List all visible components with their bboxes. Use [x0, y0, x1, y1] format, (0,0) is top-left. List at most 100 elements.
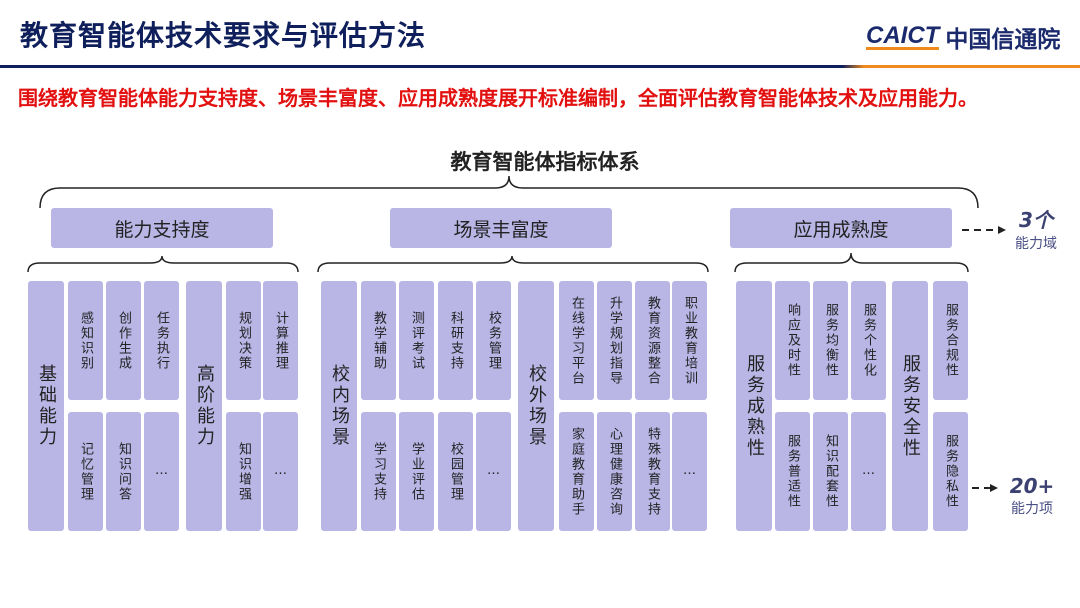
indicator-label: 服务隐私性 — [943, 434, 958, 509]
indicator-item: 任务执行 — [144, 281, 179, 400]
indicator-item: 计算推理 — [263, 281, 298, 400]
indicator-label: 科研支持 — [448, 310, 463, 371]
items-note: 20+ 能力项 — [1002, 474, 1062, 518]
group-label: 服务成熟性 — [744, 353, 765, 459]
domain-header: 能力支持度 — [51, 208, 273, 248]
indicator-label: 规划决策 — [236, 310, 251, 371]
indicator-label: 在线学习平台 — [569, 295, 584, 386]
system-title: 教育智能体指标体系 — [450, 150, 640, 174]
indicator-label: 响应及时性 — [785, 303, 800, 378]
indicator-item: 家庭教育助手 — [559, 412, 594, 531]
indicator-item: 在线学习平台 — [559, 281, 594, 400]
indicator-label: … — [154, 463, 169, 480]
domain-header: 场景丰富度 — [390, 208, 612, 248]
indicator-label: 任务执行 — [154, 310, 169, 371]
indicator-item: 感知识别 — [68, 281, 103, 400]
indicator-label: … — [682, 463, 697, 480]
caict-logo: CAICT 中国信通院 — [866, 20, 1060, 54]
indicator-item: 规划决策 — [226, 281, 261, 400]
indicator-label: 校园管理 — [448, 441, 463, 502]
indicator-item: … — [263, 412, 298, 531]
indicator-item: 特殊教育支持 — [635, 412, 670, 531]
indicator-item: … — [144, 412, 179, 531]
indicator-label: 知识配套性 — [823, 434, 838, 509]
indicator-label: 服务普适性 — [785, 434, 800, 509]
indicator-label: 知识增强 — [236, 441, 251, 502]
indicator-label: 测评考试 — [409, 310, 424, 371]
bracket-3 — [734, 252, 969, 273]
indicator-item: 测评考试 — [399, 281, 434, 400]
indicator-item: 心理健康咨询 — [597, 412, 632, 531]
indicator-label: 计算推理 — [273, 310, 288, 371]
indicator-label: 服务均衡性 — [823, 303, 838, 378]
domain-header: 应用成熟度 — [730, 208, 952, 248]
indicator-label: 校务管理 — [486, 310, 501, 371]
indicator-item: 知识问答 — [106, 412, 141, 531]
domains-count: 3个 — [1019, 208, 1053, 232]
indicator-item: 升学规划指导 — [597, 281, 632, 400]
indicator-label: 教育资源整合 — [645, 295, 660, 386]
indicator-item: 学业评估 — [399, 412, 434, 531]
indicator-item: 服务个性化 — [851, 281, 886, 400]
group-label: 校外场景 — [526, 364, 547, 448]
indicator-item: 教学辅助 — [361, 281, 396, 400]
items-label: 能力项 — [1011, 501, 1053, 517]
indicator-label: 家庭教育助手 — [569, 426, 584, 517]
indicator-item: … — [672, 412, 707, 531]
indicator-label: 记忆管理 — [78, 441, 93, 502]
indicator-label: 升学规划指导 — [607, 295, 622, 386]
bracket-2 — [317, 255, 709, 273]
page-title: 教育智能体技术要求与评估方法 — [20, 19, 427, 52]
indicator-label: 学业评估 — [409, 441, 424, 502]
indicator-label: 创作生成 — [116, 310, 131, 371]
group-column: 基础能力 — [28, 281, 64, 531]
intro-text: 围绕教育智能体能力支持度、场景丰富度、应用成熟度展开标准编制，全面评估教育智能体… — [18, 86, 978, 110]
indicator-item: 教育资源整合 — [635, 281, 670, 400]
indicator-item: 科研支持 — [438, 281, 473, 400]
items-count: 20+ — [1009, 474, 1055, 498]
indicator-item: … — [851, 412, 886, 531]
top-bracket — [39, 175, 979, 209]
arrowhead-icon — [998, 226, 1006, 234]
header-divider — [0, 65, 1080, 68]
indicator-item: 服务普适性 — [775, 412, 810, 531]
indicator-item: 职业教育培训 — [672, 281, 707, 400]
group-label: 基础能力 — [36, 364, 57, 448]
indicator-item: 校务管理 — [476, 281, 511, 400]
indicator-item: 服务隐私性 — [933, 412, 968, 531]
indicator-label: … — [486, 463, 501, 480]
indicator-item: 知识配套性 — [813, 412, 848, 531]
indicator-label: … — [273, 463, 288, 480]
group-label: 高阶能力 — [194, 364, 215, 448]
indicator-item: … — [476, 412, 511, 531]
indicator-item: 记忆管理 — [68, 412, 103, 531]
indicator-label: 职业教育培训 — [682, 295, 697, 386]
indicator-label: 知识问答 — [116, 441, 131, 502]
indicator-item: 校园管理 — [438, 412, 473, 531]
arrowhead-icon — [990, 484, 998, 492]
logo-cn: 中国信通院 — [945, 27, 1061, 53]
group-column: 高阶能力 — [186, 281, 222, 531]
indicator-item: 服务均衡性 — [813, 281, 848, 400]
group-column: 校外场景 — [518, 281, 554, 531]
indicator-label: 特殊教育支持 — [645, 426, 660, 517]
indicator-item: 服务合规性 — [933, 281, 968, 400]
indicator-item: 知识增强 — [226, 412, 261, 531]
indicator-item: 响应及时性 — [775, 281, 810, 400]
logo-en: CAICT — [866, 21, 940, 50]
indicator-label: 心理健康咨询 — [607, 426, 622, 517]
indicator-label: 学习支持 — [371, 441, 386, 502]
group-column: 服务安全性 — [892, 281, 928, 531]
indicator-label: … — [861, 463, 876, 480]
domains-note: 3个 能力域 — [1008, 204, 1064, 253]
indicator-item: 学习支持 — [361, 412, 396, 531]
indicator-label: 服务合规性 — [943, 303, 958, 378]
group-column: 校内场景 — [321, 281, 357, 531]
domains-label: 能力域 — [1015, 236, 1057, 252]
bracket-1 — [27, 255, 299, 273]
indicator-label: 感知识别 — [78, 310, 93, 371]
group-label: 校内场景 — [329, 364, 350, 448]
indicator-item: 创作生成 — [106, 281, 141, 400]
group-column: 服务成熟性 — [736, 281, 772, 531]
